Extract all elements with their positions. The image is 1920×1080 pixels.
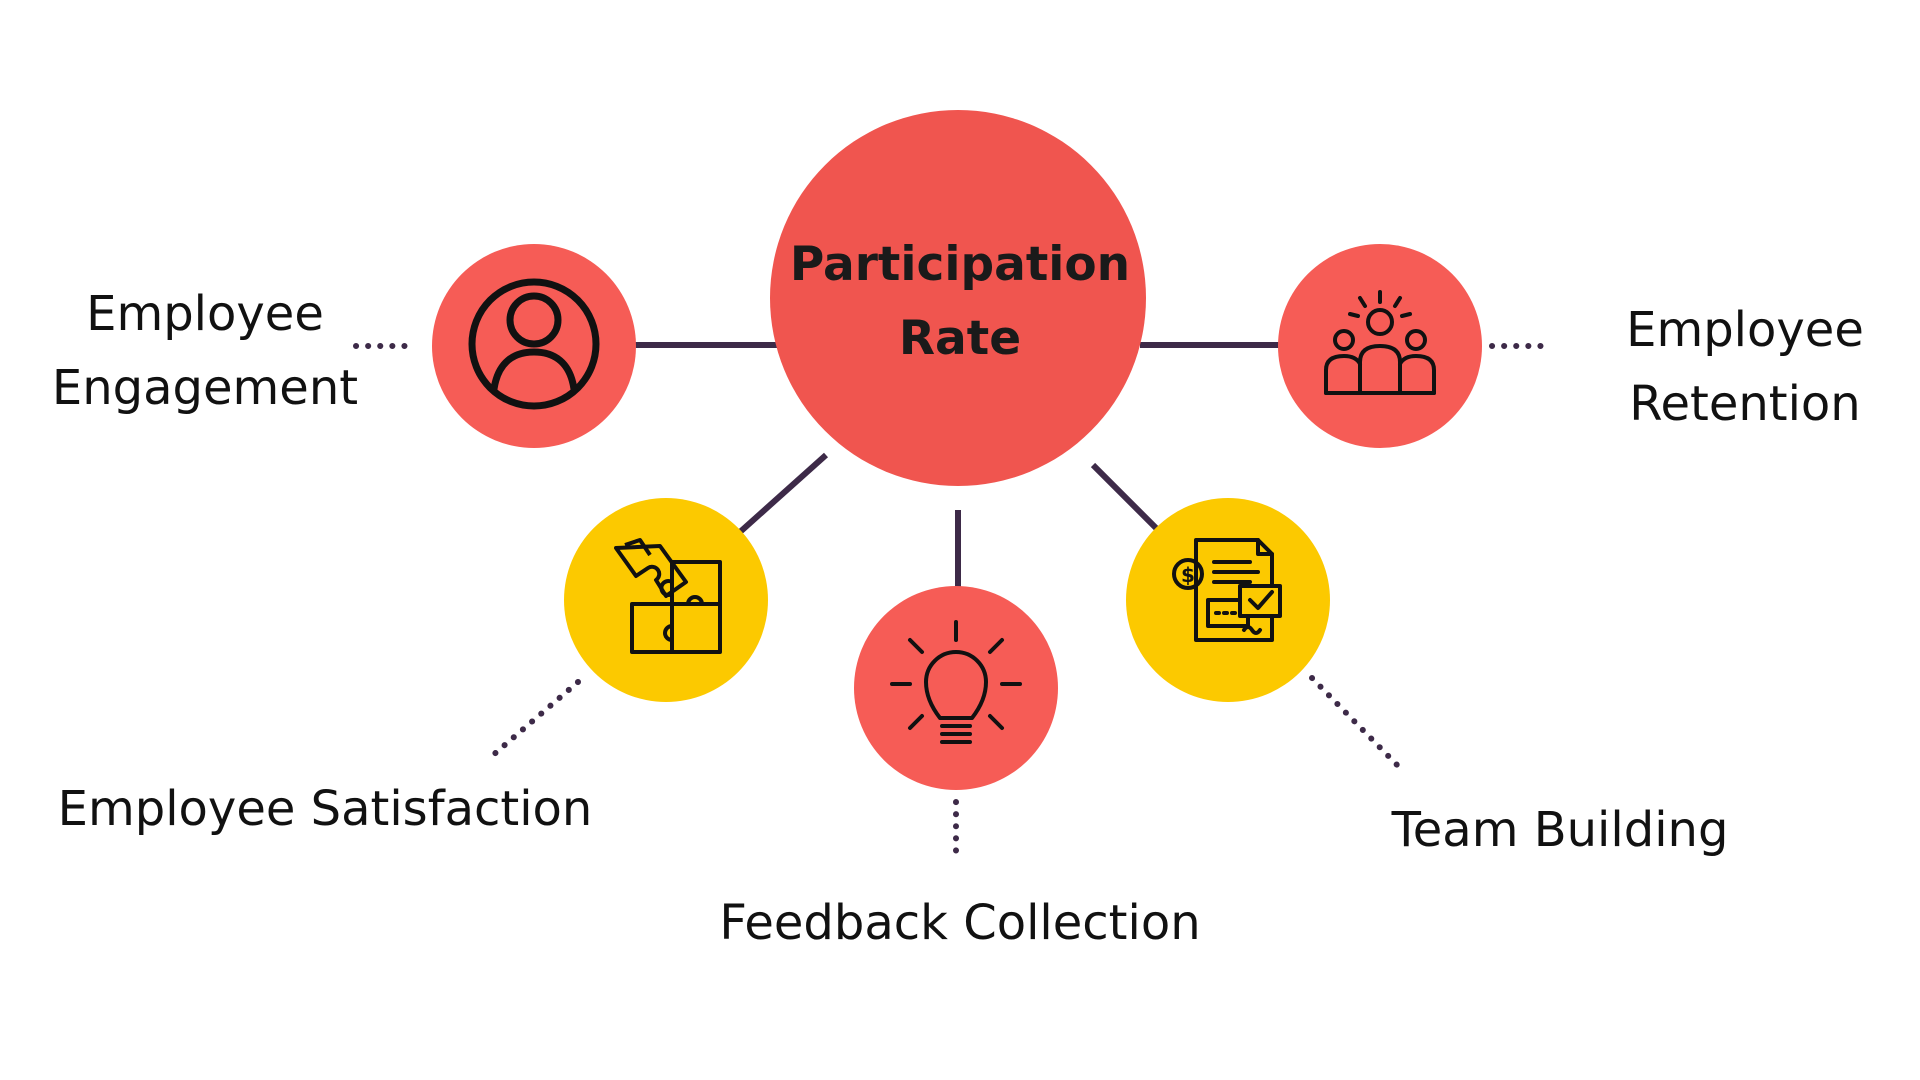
center-circle [770, 110, 1146, 486]
puzzle-pieces-icon [614, 538, 722, 654]
label-employee-satisfaction: Employee Satisfaction [35, 772, 615, 846]
leader-teambuilding [1309, 675, 1405, 773]
user-profile-icon [468, 278, 600, 410]
label-satisfaction-text: Employee Satisfaction [57, 781, 593, 837]
label-team-building: Team Building [1370, 793, 1750, 867]
connector-satisfaction [737, 452, 829, 535]
label-teambuilding-text: Team Building [1391, 802, 1729, 858]
label-employee-engagement: Employee Engagement [40, 277, 370, 425]
leader-satisfaction [489, 679, 581, 759]
dotted-leaders [353, 343, 1555, 863]
center-title-line2: Rate [898, 311, 1022, 366]
node-satisfaction-circle [564, 498, 768, 702]
connector-teambuilding [1090, 462, 1161, 533]
connectors [630, 342, 1280, 588]
documents-checklist-icon: $ [1172, 538, 1282, 642]
label-employee-retention: Employee Retention [1580, 293, 1910, 441]
label-engagement-line1: Employee [86, 286, 324, 342]
label-retention-line2: Retention [1629, 376, 1861, 432]
label-feedback-collection: Feedback Collection [680, 886, 1240, 960]
center-title-line1: Participation [789, 237, 1131, 292]
label-retention-line1: Employee [1626, 302, 1864, 358]
team-group-icon [1324, 290, 1436, 395]
light-bulb-icon [890, 620, 1022, 744]
label-feedback-text: Feedback Collection [719, 895, 1201, 951]
label-engagement-line2: Engagement [51, 360, 359, 416]
center-title: Participation Rate [760, 228, 1160, 376]
node-feedback-circle [854, 586, 1058, 790]
svg-text:$: $ [1181, 563, 1195, 587]
